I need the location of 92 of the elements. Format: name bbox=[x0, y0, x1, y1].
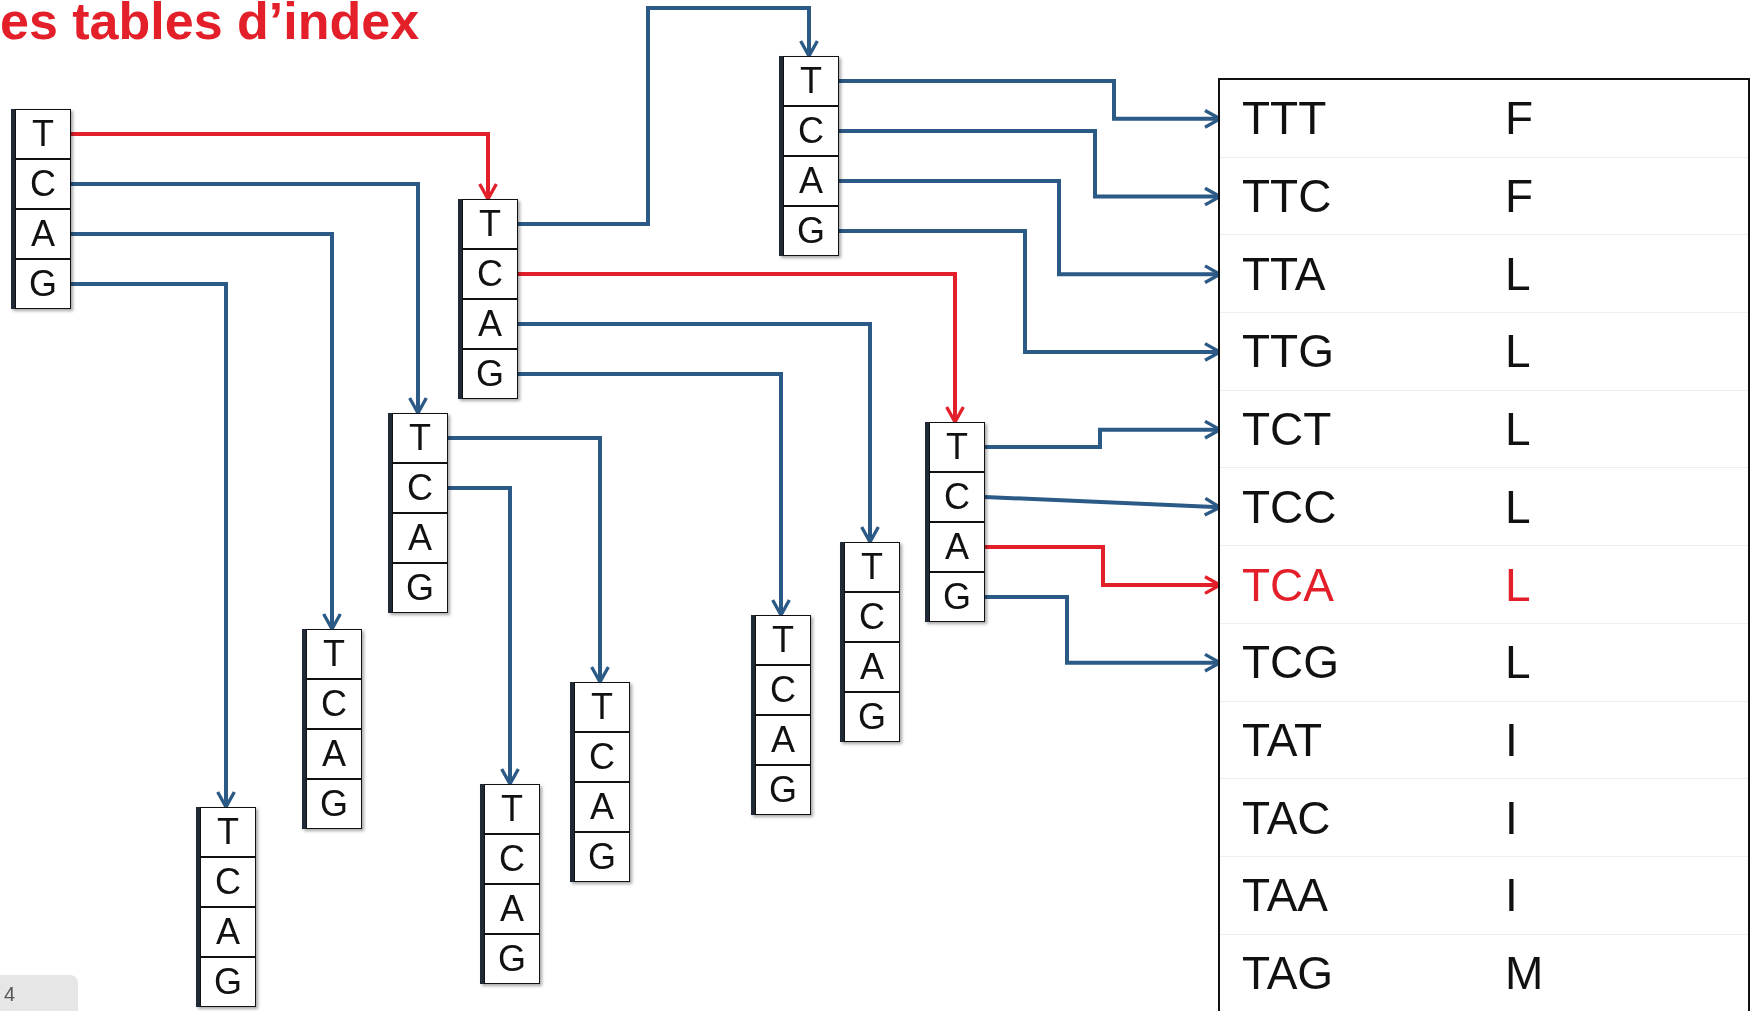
arrow bbox=[448, 486, 520, 786]
arrow bbox=[518, 6, 819, 226]
codon-text: TAG bbox=[1242, 950, 1334, 997]
index-cell: G bbox=[15, 259, 71, 309]
arrow bbox=[71, 282, 236, 809]
index-cell: C bbox=[200, 857, 256, 907]
index-cell: A bbox=[306, 729, 362, 779]
index-table bbox=[11, 109, 71, 309]
index-table bbox=[196, 807, 256, 1007]
index-cell: G bbox=[306, 779, 362, 829]
amino-acid-text: I bbox=[1505, 872, 1518, 919]
index-cell: A bbox=[929, 522, 985, 572]
arrow bbox=[518, 372, 791, 617]
amino-acid-text: F bbox=[1505, 95, 1534, 142]
codon-text: TTA bbox=[1242, 250, 1326, 297]
index-cell: G bbox=[783, 206, 839, 256]
amino-acid-text: L bbox=[1505, 328, 1531, 375]
arrow bbox=[71, 182, 428, 415]
index-cell: C bbox=[574, 732, 630, 782]
amino-acid-text: M bbox=[1505, 950, 1544, 997]
codon-text: TAA bbox=[1242, 872, 1329, 919]
codon-text: TTC bbox=[1242, 173, 1332, 220]
index-cell: T bbox=[844, 542, 900, 592]
index-table bbox=[779, 56, 839, 256]
index-cell: C bbox=[755, 665, 811, 715]
index-cell: A bbox=[392, 513, 448, 563]
index-table bbox=[570, 682, 630, 882]
index-cell: G bbox=[574, 832, 630, 882]
index-table bbox=[458, 199, 518, 399]
index-cell: G bbox=[392, 563, 448, 613]
slide-title: es tables d’index bbox=[0, 0, 420, 49]
index-table bbox=[925, 422, 985, 622]
index-table bbox=[388, 413, 448, 613]
amino-acid-text: L bbox=[1505, 561, 1531, 608]
page-number: 4 bbox=[0, 975, 78, 1011]
index-cell: C bbox=[15, 159, 71, 209]
arrow bbox=[518, 272, 965, 424]
amino-acid-text: L bbox=[1505, 639, 1531, 686]
index-cell: T bbox=[484, 784, 540, 834]
index-cell: C bbox=[783, 106, 839, 156]
amino-acid-text: L bbox=[1505, 406, 1531, 453]
amino-acid-text: F bbox=[1505, 173, 1534, 220]
index-cell: A bbox=[755, 715, 811, 765]
codon-text: TTG bbox=[1242, 328, 1334, 375]
arrow bbox=[448, 436, 610, 684]
amino-acid-text: I bbox=[1505, 794, 1518, 841]
index-cell: G bbox=[929, 572, 985, 622]
index-cell: G bbox=[484, 934, 540, 984]
arrow bbox=[71, 132, 498, 201]
index-cell: T bbox=[574, 682, 630, 732]
index-cell: A bbox=[462, 299, 518, 349]
index-cell: C bbox=[844, 592, 900, 642]
codon-text: TCA bbox=[1242, 561, 1334, 608]
index-cell: G bbox=[844, 692, 900, 742]
index-cell: A bbox=[783, 156, 839, 206]
arrow bbox=[71, 232, 342, 631]
index-cell: C bbox=[929, 472, 985, 522]
index-cell: A bbox=[844, 642, 900, 692]
index-cell: A bbox=[484, 884, 540, 934]
index-cell: T bbox=[306, 629, 362, 679]
index-cell: A bbox=[200, 907, 256, 957]
index-cell: T bbox=[200, 807, 256, 857]
index-table bbox=[302, 629, 362, 829]
codon-table bbox=[1218, 78, 1750, 1011]
index-cell: T bbox=[929, 422, 985, 472]
codon-text: TCT bbox=[1242, 406, 1332, 453]
index-cell: T bbox=[15, 109, 71, 159]
index-table bbox=[480, 784, 540, 984]
index-cell: C bbox=[306, 679, 362, 729]
index-cell: T bbox=[392, 413, 448, 463]
index-table bbox=[751, 615, 811, 815]
index-cell: C bbox=[462, 249, 518, 299]
index-cell: A bbox=[15, 209, 71, 259]
index-cell: C bbox=[392, 463, 448, 513]
index-cell: G bbox=[462, 349, 518, 399]
amino-acid-text: L bbox=[1505, 250, 1531, 297]
codon-text: TTT bbox=[1242, 95, 1327, 142]
index-table bbox=[840, 542, 900, 742]
codon-text: TAC bbox=[1242, 794, 1331, 841]
codon-text: TAT bbox=[1242, 716, 1323, 763]
index-cell: A bbox=[574, 782, 630, 832]
index-cell: G bbox=[200, 957, 256, 1007]
index-cell: T bbox=[755, 615, 811, 665]
amino-acid-text: I bbox=[1505, 716, 1518, 763]
index-cell: T bbox=[462, 199, 518, 249]
codon-text: TCG bbox=[1242, 639, 1340, 686]
index-cell: G bbox=[755, 765, 811, 815]
amino-acid-text: L bbox=[1505, 483, 1531, 530]
index-cell: T bbox=[783, 56, 839, 106]
codon-text: TCC bbox=[1242, 483, 1337, 530]
arrow bbox=[518, 322, 880, 544]
index-cell: C bbox=[484, 834, 540, 884]
